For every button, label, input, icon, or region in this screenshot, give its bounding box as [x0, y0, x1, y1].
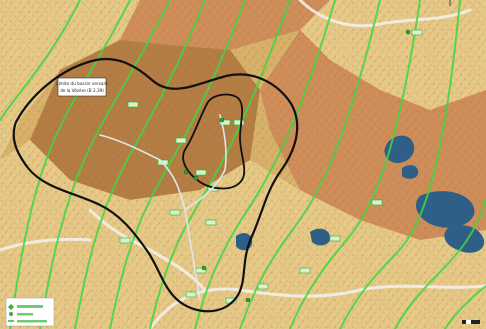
isohyet-tag-13	[299, 267, 311, 274]
station-marker-3	[183, 169, 189, 175]
station-marker-2	[193, 175, 199, 181]
station-markers	[183, 29, 411, 303]
stream-branch-1	[184, 169, 226, 211]
isohyet-line-4	[109, 0, 246, 329]
isohyet-tag-4	[195, 169, 207, 176]
isohyet-tag-2	[175, 137, 187, 144]
lake-southeast	[444, 225, 485, 253]
diamond-icon	[8, 304, 14, 310]
isohyet-tag-8	[169, 209, 181, 216]
isohyet-tag-14	[329, 235, 341, 242]
isohyet-tag-7	[233, 119, 245, 126]
station-marker-4	[201, 265, 207, 271]
isohyet-line-10	[394, 199, 486, 329]
catchment-boundary	[12, 57, 299, 313]
annotation-line-2: de la Vézère (B 2,39)	[60, 88, 104, 93]
isohyet-tag-16	[411, 29, 423, 36]
isohyet-line-5	[149, 0, 291, 329]
isohyet-tag-9	[205, 219, 217, 226]
river-west	[0, 237, 92, 252]
catchment-annotation: Limite du bassin versant de la Vézère (B…	[56, 77, 108, 97]
sub-basin-boundary	[182, 93, 246, 190]
station-marker-6	[245, 297, 251, 303]
isohyet-line-1	[9, 0, 131, 329]
isohyet-tag-1	[127, 101, 139, 108]
legend-swatch-2	[17, 313, 33, 316]
legend-swatch-1	[17, 305, 43, 308]
legend-item-3	[8, 320, 47, 323]
dot-icon	[9, 312, 13, 316]
scale-bar-segment	[466, 320, 471, 324]
isohyet-line-7	[239, 0, 381, 329]
isohyet-line-12	[0, 0, 81, 121]
map-legend	[5, 297, 55, 327]
stream-branch-2	[99, 134, 161, 161]
legend-item-1	[8, 304, 43, 310]
lake-east-large	[415, 191, 475, 228]
lake-east-mid	[310, 228, 330, 246]
isohyet-tag-6	[219, 119, 231, 126]
annotation-box	[57, 77, 107, 97]
scale-bar	[462, 320, 480, 324]
annotation-line-1: Limite du bassin versant	[56, 81, 108, 86]
river-southwest	[88, 208, 207, 292]
isohyet-line-11	[444, 285, 486, 329]
legend-swatch-3	[17, 320, 47, 323]
isohyet-line-9	[339, 0, 461, 329]
lake-east-small	[402, 165, 419, 179]
station-marker-5	[405, 29, 411, 35]
isohyet-tag-12	[257, 283, 269, 290]
isohyet-line-8	[289, 0, 421, 329]
isohyet-tag-11	[195, 267, 207, 274]
isohyet-tag-10	[119, 237, 131, 244]
isohyet-line-6	[194, 0, 336, 329]
isohyet-tag-17	[185, 291, 197, 298]
legend-item-2	[9, 312, 33, 316]
station-marker-1	[219, 117, 225, 123]
isohyet-tag-15	[371, 199, 383, 206]
river-north	[298, 0, 472, 28]
isohyet-line-2	[39, 0, 171, 329]
isohyet-line-3	[74, 0, 206, 329]
